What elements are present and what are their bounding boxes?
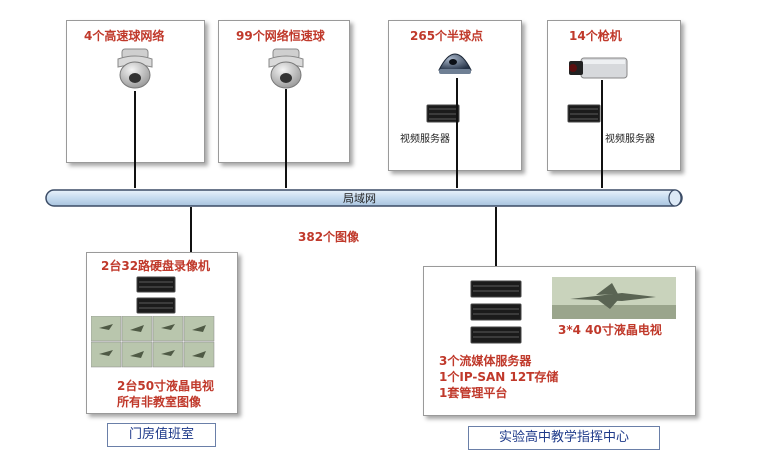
link-line-1 [134,91,136,188]
jet-image-icon [552,277,676,319]
video-server-label-4: 视频服务器 [605,134,655,145]
center-line-3: 1套管理平台 [439,386,508,400]
duty-room-caption: 门房值班室 [107,423,216,447]
link-line-4 [601,80,603,188]
lan-label: 局域网 [343,192,376,205]
media-server-icon [470,280,522,344]
video-server-label-3: 视频服务器 [400,134,450,145]
center-tv-label: 3*4 40寸液晶电视 [558,323,662,337]
camera-label-3: 265个半球点 [410,29,484,43]
link-line-duty [190,207,192,253]
recorder-label: 2台32路硬盘录像机 [101,259,211,273]
center-line-1: 3个流媒体服务器 [439,354,532,368]
speed-dome-camera-icon [265,45,307,91]
video-server-icon [426,104,460,124]
bullet-camera-icon [567,55,629,81]
link-line-3 [456,78,458,188]
video-server-icon [567,104,601,124]
camera-box-4 [547,20,681,171]
duty-tv-label-1: 2台50寸液晶电视 [117,379,215,393]
link-line-center [495,207,497,267]
camera-box-3 [388,20,522,171]
image-count-label: 382个图像 [298,230,360,244]
center-line-2: 1个IP-SAN 12T存储 [439,370,559,384]
dvr-recorder-icon [136,276,176,316]
command-center-caption: 实验高中教学指挥中心 [468,426,660,450]
camera-label-1: 4个高速球网络 [84,29,165,43]
half-dome-camera-icon [437,44,473,80]
camera-box-2 [218,20,350,163]
video-wall-icon [91,316,215,368]
lan-bus [45,187,685,209]
camera-label-2: 99个网络恒速球 [236,29,325,43]
camera-label-4: 14个枪机 [569,29,622,43]
duty-tv-label-2: 所有非教室图像 [117,395,202,409]
link-line-2 [285,89,287,188]
speed-dome-camera-icon [114,45,156,91]
